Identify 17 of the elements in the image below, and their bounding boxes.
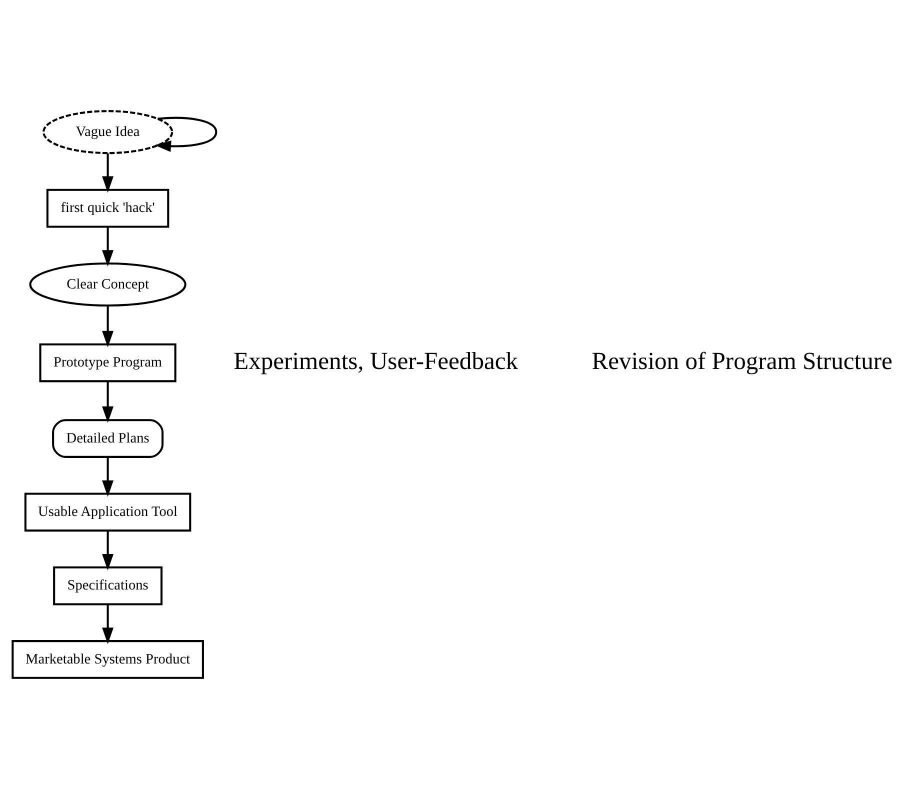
arrow bbox=[102, 226, 114, 266]
arrow bbox=[102, 530, 114, 570]
node-box: Detailed Plans bbox=[52, 418, 164, 458]
label: Revision of Program Structure bbox=[592, 348, 892, 375]
node-box: first quick 'hack' bbox=[46, 188, 170, 228]
arrow bbox=[102, 305, 114, 347]
arrow bbox=[102, 152, 114, 192]
node-box: Prototype Program bbox=[39, 342, 176, 382]
arrow bbox=[102, 380, 114, 422]
node-ellipse: Clear Concept bbox=[29, 262, 186, 306]
node-box: Specifications bbox=[53, 566, 163, 605]
arrow bbox=[102, 604, 114, 644]
node-box: Marketable Systems Product bbox=[12, 640, 204, 678]
arrow bbox=[102, 456, 114, 496]
node-box: Usable Application Tool bbox=[24, 492, 192, 532]
arrow bbox=[154, 116, 218, 152]
label: Experiments, User-Feedback bbox=[234, 348, 518, 375]
